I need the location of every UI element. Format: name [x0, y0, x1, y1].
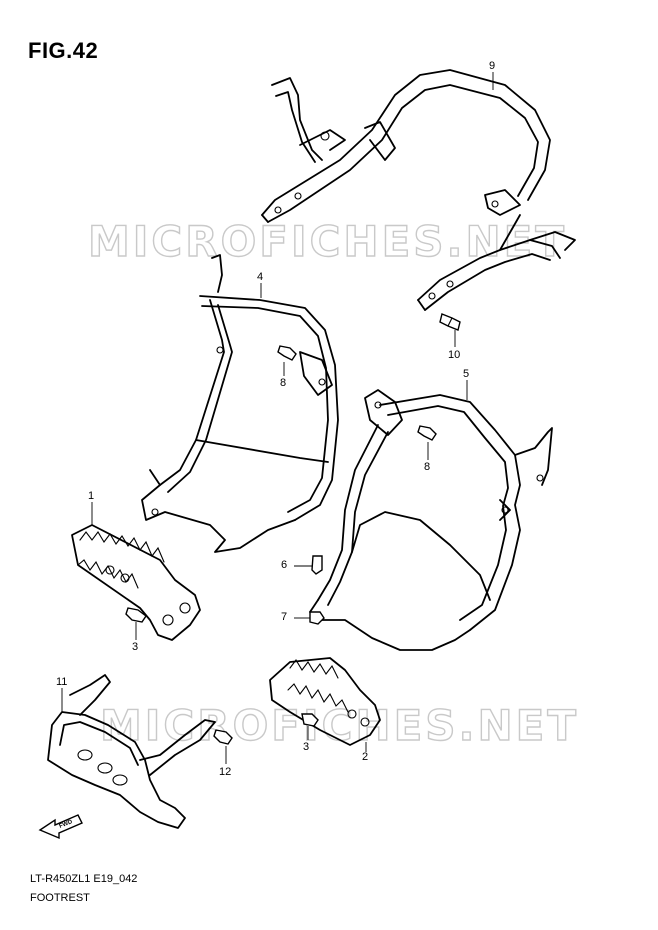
callout-7: 7 [281, 611, 288, 623]
nut-7 [309, 611, 325, 625]
figure-title: FIG.42 [28, 38, 99, 63]
callout-5: 5 [463, 368, 470, 380]
watermark-top: MICROFICHES.NET [88, 217, 567, 266]
bolt-3-right [301, 713, 319, 727]
callout-3-right: 3 [303, 741, 310, 753]
callout-4: 4 [257, 271, 264, 283]
part-4-footrest-frame-left [141, 254, 339, 553]
part-5-footrest-frame-right [309, 389, 553, 651]
callout-9: 9 [489, 60, 496, 72]
bolt-6 [311, 555, 323, 575]
callout-10: 10 [448, 349, 461, 361]
part-2-footpeg-right [269, 657, 381, 746]
bolt-3-left [125, 607, 147, 623]
forward-arrow-label: FWD [59, 819, 75, 830]
callout-3-left: 3 [132, 641, 139, 653]
forward-arrow-icon: FWD [38, 814, 83, 840]
part-1-footpeg-left [71, 524, 201, 641]
part-11-guard [47, 674, 216, 829]
callout-6: 6 [281, 559, 288, 571]
diagram-code: LT-R450ZL1 E19_042 [30, 873, 138, 885]
diagram-name: FOOTREST [30, 892, 90, 904]
bolt-8-right [417, 425, 437, 441]
bolt-8-upper [277, 345, 297, 361]
callout-2: 2 [362, 751, 369, 763]
watermark-bottom: MICROFICHES.NET [100, 701, 579, 750]
bolt-10 [439, 313, 461, 331]
callout-1: 1 [88, 490, 95, 502]
callout-8-upper: 8 [280, 377, 287, 389]
part-9-frame-bracket [261, 69, 576, 311]
callout-8-right: 8 [424, 461, 431, 473]
leader-lines [61, 72, 494, 764]
callout-12: 12 [219, 766, 232, 778]
callout-11: 11 [56, 676, 68, 688]
bolt-12 [213, 729, 233, 745]
